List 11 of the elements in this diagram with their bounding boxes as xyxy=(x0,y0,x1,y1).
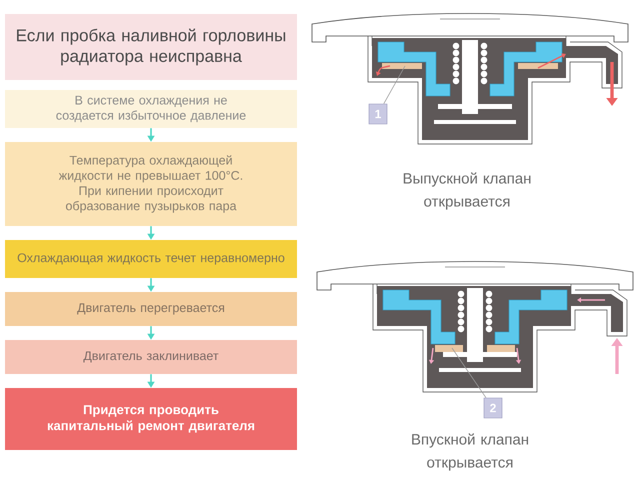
caption: Впускной клапан открывается xyxy=(412,433,528,471)
process-box: Охлаждающая жидкость течет неравномерно xyxy=(5,240,297,278)
process-box: Двигатель перегревается xyxy=(5,292,297,326)
process-box: В системе охлаждения не создается избыточное давление xyxy=(5,90,297,128)
title-box: Если пробка наливной горловины радиатора неисправна xyxy=(5,14,297,80)
leader-line xyxy=(452,348,486,398)
process-box: Температура охлаждающей жидкости не превышает 100°С. При кипении происходит образование пузырьков пара xyxy=(5,142,297,226)
caption: Выпускной клапан открывается xyxy=(404,172,530,210)
result-box: Придется проводить капитальный ремонт двигателя xyxy=(5,388,297,450)
process-box: Двигатель заклинивает xyxy=(5,340,297,374)
leader-line xyxy=(383,66,406,104)
